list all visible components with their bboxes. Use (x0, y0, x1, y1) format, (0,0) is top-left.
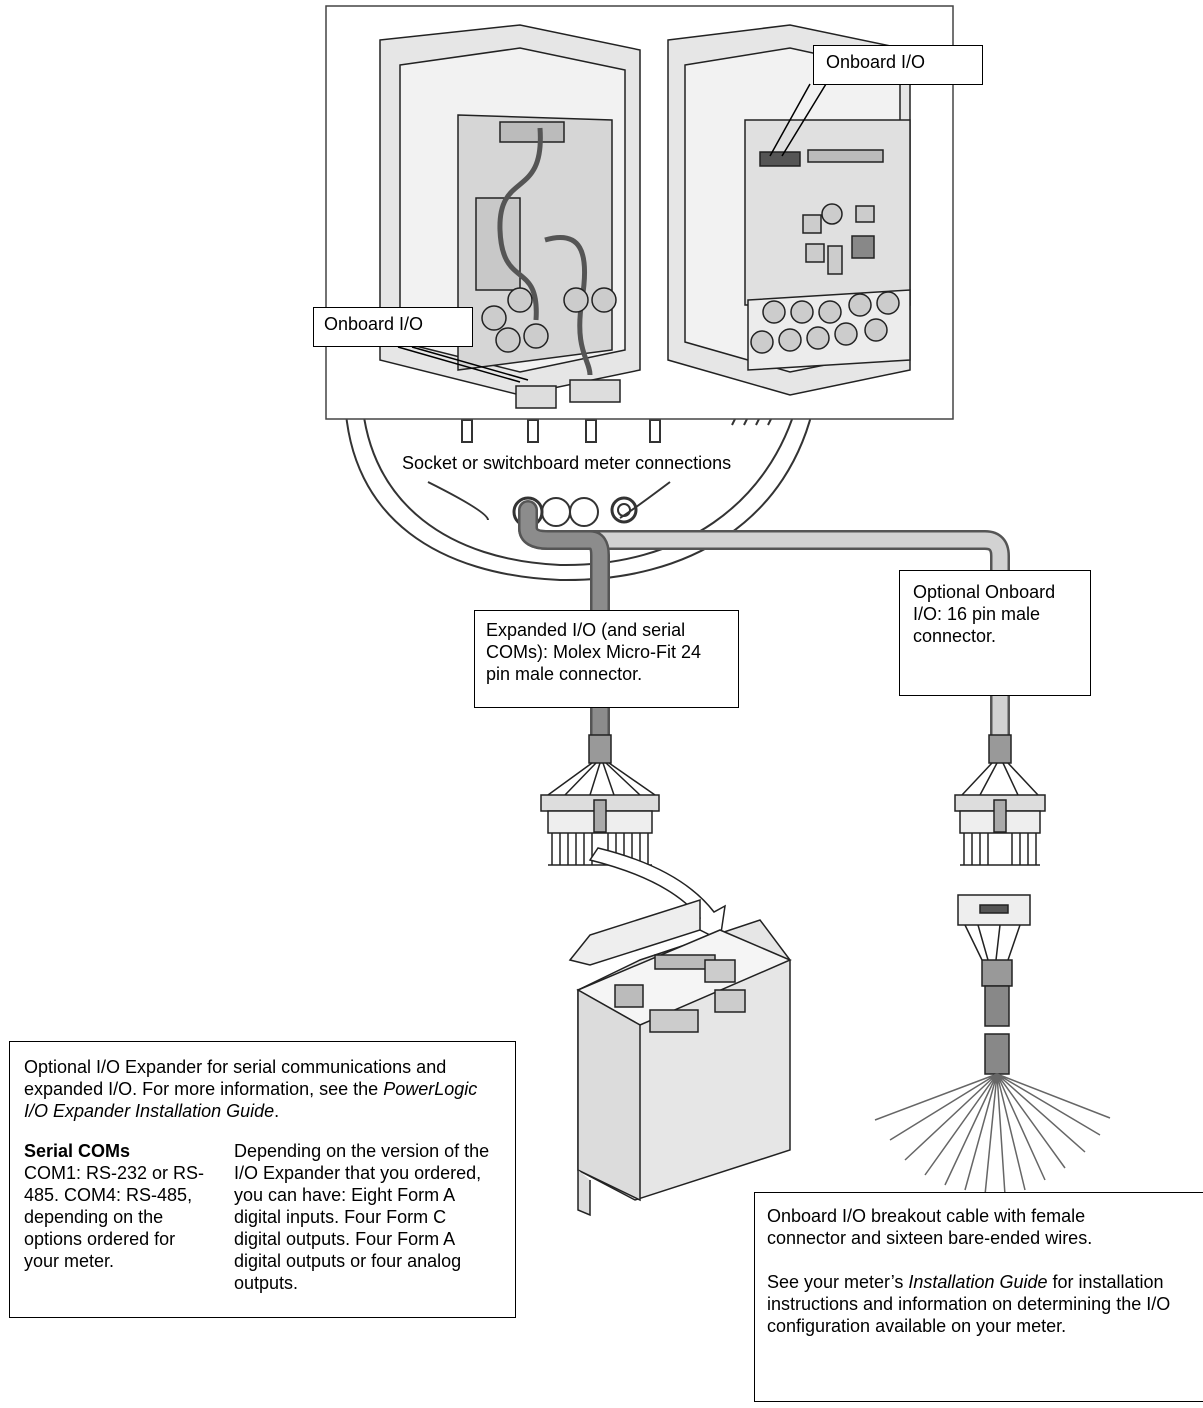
onboard-16-pin-connector (954, 734, 1046, 866)
io-expander-guide-title: PowerLogic I/O Expander Installation Gui… (24, 1079, 478, 1121)
breakout-install-guide: See your meter’s Installation Guide for … (767, 1272, 1171, 1336)
optional-onboard-io-text: Optional Onboard I/O: 16 pin male connec… (913, 582, 1056, 646)
meter-left (379, 24, 641, 409)
onboard-io-callout-left: Onboard I/O (313, 307, 473, 347)
serial-coms-heading: Serial COMs (24, 1141, 131, 1161)
io-expander-note: Optional I/O Expander for serial communi… (9, 1041, 516, 1318)
expanded-io-text: Expanded I/O (and serial COMs): Molex Mi… (486, 620, 702, 684)
breakout-cable (874, 894, 1111, 1196)
onboard-io-label-left: Onboard I/O (324, 314, 424, 334)
serial-coms-text: COM1: RS-232 or RS-485. COM4: RS-485, de… (24, 1163, 205, 1271)
io-expander-unit (568, 898, 792, 1217)
plug-in-arrow (588, 847, 726, 942)
molex-24-pin-connector (540, 734, 660, 866)
expander-version-text: Depending on the version of the I/O Expa… (234, 1141, 490, 1293)
meter-right (667, 24, 911, 396)
cables (518, 500, 1010, 745)
breakout-cable-note: Onboard I/O breakout cable with female c… (754, 1192, 1203, 1402)
callout-leaders (397, 83, 827, 383)
meter-socket (344, 399, 816, 582)
optional-onboard-io-callout: Optional Onboard I/O: 16 pin male connec… (899, 570, 1091, 696)
expanded-io-callout: Expanded I/O (and serial COMs): Molex Mi… (474, 610, 739, 708)
io-expander-intro: Optional I/O Expander for serial communi… (24, 1057, 478, 1121)
onboard-io-label-top: Onboard I/O (826, 52, 926, 72)
onboard-io-callout-top: Onboard I/O (813, 45, 983, 85)
breakout-cable-description: Onboard I/O breakout cable with female c… (767, 1206, 1093, 1248)
socket-caption: Socket or switchboard meter connections (402, 453, 732, 473)
installation-guide-title: Installation Guide (908, 1272, 1048, 1292)
